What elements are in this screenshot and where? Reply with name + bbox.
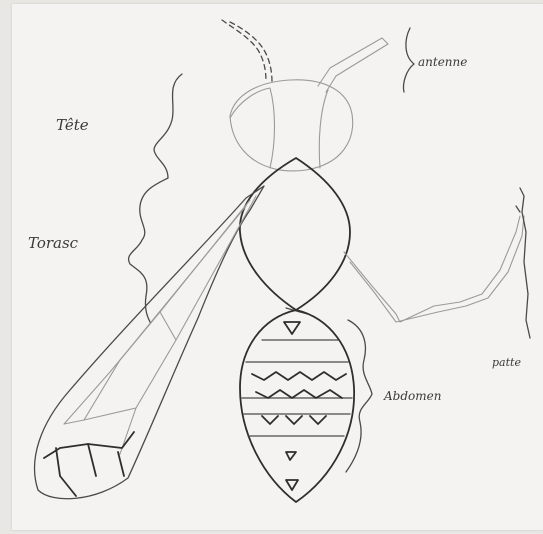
label-abdomen: Abdomen bbox=[383, 389, 441, 403]
label-antenna: antenne bbox=[418, 55, 467, 69]
head-shape bbox=[230, 80, 353, 171]
antenna-right bbox=[318, 38, 388, 92]
head-thorax-brace bbox=[129, 74, 182, 322]
abdomen-brace bbox=[346, 320, 372, 472]
wing bbox=[35, 186, 264, 499]
label-head: Tête bbox=[56, 116, 89, 134]
antenna-left-dashed bbox=[222, 20, 272, 82]
antenna-brace bbox=[403, 28, 414, 92]
label-leg: patte bbox=[492, 356, 521, 369]
label-thorax: Torasc bbox=[28, 234, 79, 252]
abdomen-shape bbox=[240, 310, 354, 502]
thorax-shape bbox=[240, 158, 350, 310]
leg bbox=[344, 188, 530, 338]
